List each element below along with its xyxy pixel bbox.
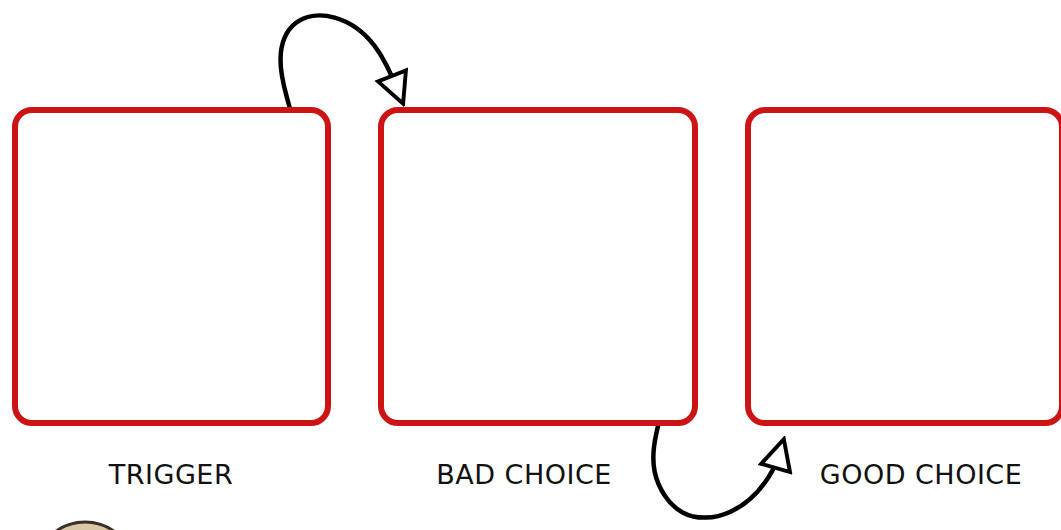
step-box: GOOD CHOICE	[745, 107, 1061, 499]
curved-arrow	[281, 16, 402, 107]
curved-arrow	[653, 426, 783, 518]
box-outline	[745, 107, 1061, 426]
box-heading: BAD CHOICE	[436, 459, 612, 490]
box-heading: GOOD CHOICE	[820, 459, 1023, 490]
step-box: TRIGGER	[12, 107, 331, 499]
step-box: BAD CHOICE	[378, 107, 698, 499]
character-head	[35, 522, 135, 530]
box-outline	[378, 107, 698, 426]
box-heading: TRIGGER	[109, 459, 233, 490]
box-outline	[12, 107, 331, 426]
